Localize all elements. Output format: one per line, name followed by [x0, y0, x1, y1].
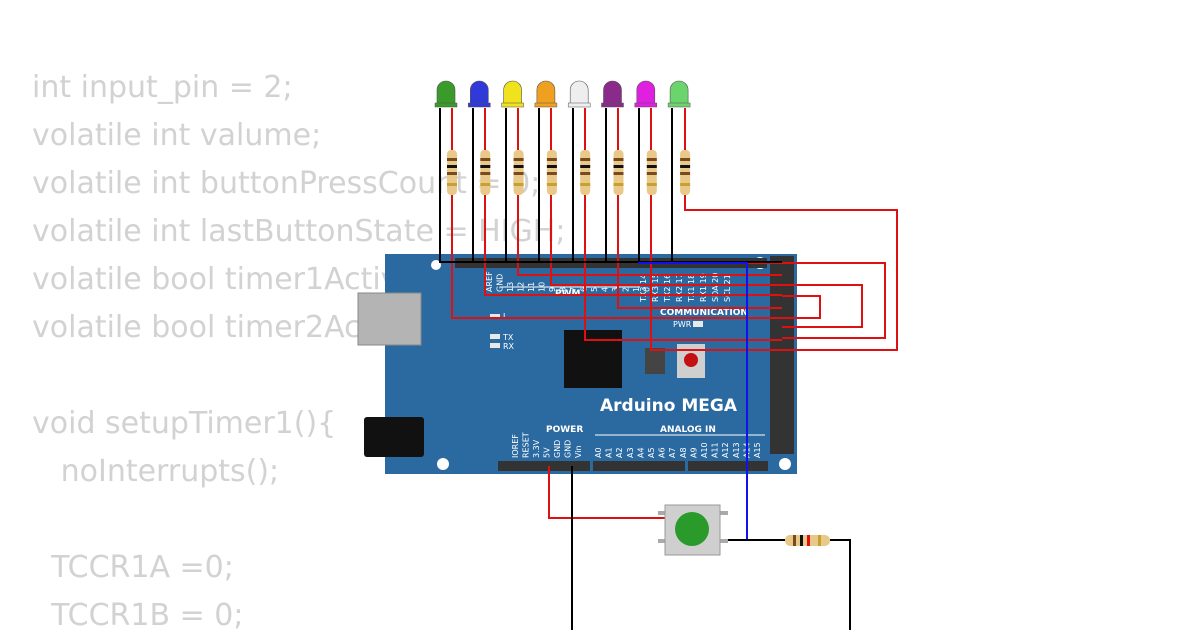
led-resistor [680, 150, 691, 195]
comm-pin-label: SCL 21 [723, 274, 732, 302]
l-led-label: L [503, 312, 508, 321]
digital-pin-label: 4 [601, 287, 610, 292]
code-line: TCCR1B = 0; [32, 598, 244, 633]
led-resistor [613, 150, 624, 195]
usb-port [357, 292, 422, 346]
tx-led-label: TX [502, 333, 514, 342]
power-pin-label: 5V [543, 447, 552, 458]
magenta-led[interactable] [634, 80, 658, 108]
analog-pin-label: A0 [594, 447, 603, 458]
analog-pin-label: A15 [753, 442, 762, 458]
power-pin-label: 3.3V [532, 439, 541, 458]
analog-pin-label: A10 [700, 442, 709, 458]
code-line: volatile int buttonPressCount = 0; [32, 166, 541, 201]
arduino-mega-board[interactable]: Arduino MEGA PWM COMMUNICATION POWER ANA… [357, 254, 797, 474]
analog-pin-label: A11 [711, 442, 720, 458]
blue-led[interactable] [468, 80, 491, 108]
digital-pin-label: 3 [611, 287, 620, 292]
yellow-led[interactable] [501, 80, 524, 108]
analog-in-label: ANALOG IN [660, 425, 716, 435]
digital-pin-label: 7 [569, 287, 578, 292]
board-name: Arduino MEGA [600, 396, 738, 416]
analog-header-2 [688, 461, 768, 471]
comm-pin-label: SDA 20 [711, 273, 720, 302]
digital-pin-label: GND [496, 274, 505, 292]
icsp-header [645, 348, 665, 374]
analog-pin-label: A12 [721, 442, 730, 458]
power-pin-label: IOREF [511, 434, 520, 458]
led-resistor [480, 150, 491, 195]
orange-led[interactable] [534, 80, 558, 108]
power-jack [364, 417, 424, 457]
communication-label: COMMUNICATION [660, 308, 748, 318]
green-led[interactable] [434, 80, 458, 108]
led-resistor [646, 150, 657, 195]
power-pin-label: Vin [574, 445, 583, 458]
mcu-chip [564, 330, 622, 388]
purple-led[interactable] [601, 80, 624, 108]
led-resistor [580, 150, 591, 195]
analog-pin-label: A7 [668, 447, 677, 458]
led-resistor [546, 150, 557, 195]
digital-pin-label: 1 [632, 287, 641, 292]
push-button[interactable] [658, 504, 728, 556]
analog-pin-label: A13 [732, 442, 741, 458]
digital-pin-label: 5 [590, 287, 599, 292]
double-header [770, 256, 794, 454]
code-line: volatile int valume; [32, 118, 322, 153]
code-line: TCCR1A =0; [32, 550, 234, 585]
digital-pin-label: 2 [622, 287, 631, 292]
rx-led-label: RX [503, 342, 515, 351]
power-header [498, 461, 590, 471]
digital-pin-label: 12 [517, 282, 526, 292]
comm-pin-label: TX3 14 [639, 274, 648, 303]
analog-pin-label: A1 [605, 447, 614, 458]
wiring [439, 108, 898, 630]
circuit-diagram: Arduino MEGA PWM COMMUNICATION POWER ANA… [357, 80, 898, 630]
analog-pin-label: A4 [636, 447, 645, 458]
digital-pin-label: 8 [559, 287, 568, 292]
power-pin-label: RESET [522, 432, 531, 458]
analog-pin-label: A8 [679, 447, 688, 458]
comm-pin-label: RX2 17 [675, 273, 684, 302]
pull-down-resistor [785, 535, 830, 546]
analog-pin-label: A9 [689, 447, 698, 458]
analog-pin-label: A2 [615, 447, 624, 458]
power-label: POWER [546, 425, 583, 435]
analog-header-1 [593, 461, 685, 471]
code-line: noInterrupts(); [32, 454, 280, 489]
digital-pin-label: 0 [643, 287, 652, 292]
digital-pin-label: AREF [485, 271, 494, 292]
power-pin-label: GND [553, 440, 562, 458]
code-line: int input_pin = 2; [32, 70, 293, 105]
comm-pin-label: TX1 18 [687, 274, 696, 303]
code-line: void setupTimer1(){ [32, 406, 337, 441]
light-green-led[interactable] [667, 80, 691, 108]
code-editor-background: int input_pin = 2; volatile int valume; vo… [32, 68, 565, 644]
analog-pin-label: A6 [658, 447, 667, 458]
digital-pin-label: 13 [506, 282, 515, 292]
comm-pin-label: RX3 15 [651, 273, 660, 302]
digital-pin-label: 10 [538, 282, 547, 292]
analog-pin-label: A5 [647, 447, 656, 458]
led-resistor [447, 150, 457, 195]
white-led[interactable] [567, 80, 591, 108]
pwr-led-label: PWR [673, 320, 692, 329]
power-pin-label: GND [564, 440, 573, 458]
digital-pin-label: 11 [527, 282, 536, 292]
comm-pin-label: TX2 16 [663, 274, 672, 303]
led-resistor [513, 150, 524, 195]
analog-pin-label: A3 [626, 447, 635, 458]
comm-pin-label: RX1 19 [699, 273, 708, 302]
digital-pin-label: 9 [548, 287, 557, 292]
code-line: volatile bool timer1Active [32, 262, 417, 297]
